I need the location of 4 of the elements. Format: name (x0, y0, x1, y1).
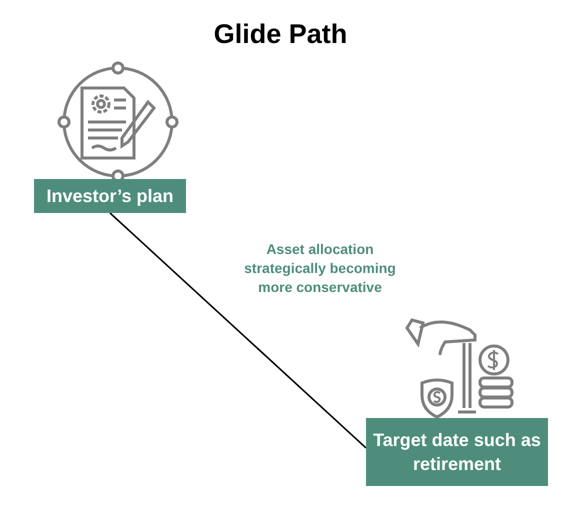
title: Glide Path (214, 18, 348, 51)
label-box: Target date such as retirement (366, 418, 548, 486)
connector-line (109, 212, 367, 448)
label-box: Investor’s plan (34, 179, 186, 213)
